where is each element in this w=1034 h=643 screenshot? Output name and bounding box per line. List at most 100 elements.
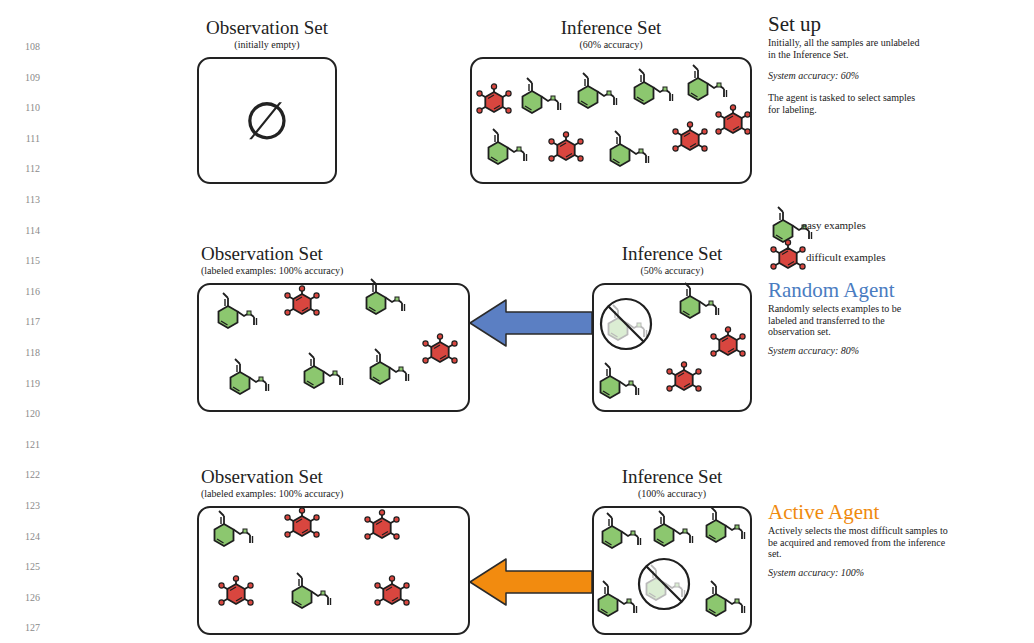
legend-icon: [771, 240, 805, 269]
line-number: 113: [16, 194, 40, 206]
set-subtitle: (labeled examples: 100% accuracy): [201, 265, 343, 277]
set-heading: Inference Set(60% accuracy): [561, 17, 662, 51]
set-heading: Inference Set(100% accuracy): [622, 466, 723, 500]
easy-molecule: [603, 513, 641, 548]
line-number: 125: [16, 561, 40, 573]
line-number: 115: [16, 255, 40, 267]
line-number: 120: [16, 408, 40, 420]
set-title: Inference Set: [561, 17, 662, 39]
set-content: ∅: [199, 59, 335, 182]
empty-set-symbol: ∅: [244, 95, 289, 147]
set-content: [199, 508, 468, 633]
faded-molecule: [609, 305, 647, 340]
removed-circle: [601, 299, 651, 349]
easy-molecule: [681, 283, 719, 318]
line-number: 126: [16, 592, 40, 604]
difficult-molecule: [667, 362, 701, 391]
line-number: 117: [16, 316, 40, 328]
difficult-molecule: [711, 327, 745, 356]
difficult-molecule: [365, 510, 399, 539]
easy-molecule: [579, 73, 617, 108]
easy-molecule: [305, 353, 343, 388]
line-number: 111: [16, 133, 40, 145]
set-subtitle: (initially empty): [206, 39, 328, 51]
line-number: 127: [16, 622, 40, 634]
section-heading: Random Agent: [768, 278, 895, 302]
removed-sample-icon: [601, 299, 651, 349]
set-heading: Observation Set(initially empty): [206, 17, 328, 51]
easy-molecule: [635, 69, 673, 104]
difficult-molecule: [285, 286, 319, 315]
easy-molecule: [219, 293, 257, 328]
set-title: Observation Set: [201, 243, 343, 265]
transfer-arrow: [470, 559, 592, 605]
easy-molecule: [707, 507, 745, 542]
easy-molecule: [689, 65, 727, 100]
description-text: The agent is tasked to select samples fo…: [768, 92, 928, 115]
line-number: 124: [16, 531, 40, 543]
difficult-molecule: [219, 576, 253, 605]
legend-text: easy examples: [802, 219, 866, 232]
description-text: Initially, all the samples are unlabeled…: [768, 37, 928, 60]
strike-line: [608, 306, 643, 341]
set-subtitle: (50% accuracy): [622, 265, 723, 277]
easy-molecule: [231, 359, 269, 394]
set-title: Observation Set: [201, 466, 343, 488]
line-number: 108: [16, 41, 40, 53]
accuracy-note: System accuracy: 80%: [768, 345, 859, 357]
set-box: Inference Set(50% accuracy): [592, 283, 752, 412]
line-number: 123: [16, 500, 40, 512]
easy-molecule: [707, 581, 745, 616]
line-number: 109: [16, 72, 40, 84]
set-content: [472, 59, 750, 182]
line-number: 110: [16, 102, 40, 114]
difficult-molecule: [423, 334, 457, 363]
accuracy-note: System accuracy: 100%: [768, 567, 864, 579]
difficult-molecule: [375, 576, 409, 605]
line-number: 119: [16, 378, 40, 390]
set-box: Inference Set(100% accuracy): [592, 506, 752, 635]
easy-molecule: [523, 78, 561, 113]
easy-molecule: [611, 131, 649, 166]
line-number: 118: [16, 347, 40, 359]
line-number: 121: [16, 439, 40, 451]
set-content: [199, 285, 468, 410]
set-title: Inference Set: [622, 243, 723, 265]
set-box: Observation Set(labeled examples: 100% a…: [197, 283, 470, 412]
faded-molecule: [647, 565, 685, 600]
section-heading: Active Agent: [768, 500, 879, 524]
section-heading: Set up: [768, 12, 821, 36]
set-box: Inference Set(60% accuracy): [470, 57, 752, 184]
set-heading: Inference Set(50% accuracy): [622, 243, 723, 277]
set-heading: Observation Set(labeled examples: 100% a…: [201, 466, 343, 500]
description-text: Randomly selects examples to be labeled …: [768, 303, 916, 338]
difficult-molecule: [716, 105, 750, 134]
easy-molecule: [215, 511, 253, 546]
transfer-arrow: [470, 300, 592, 346]
easy-molecule: [371, 349, 409, 384]
easy-molecule: [599, 581, 637, 616]
easy-molecule: [655, 511, 693, 546]
set-subtitle: (100% accuracy): [622, 488, 723, 500]
set-title: Inference Set: [622, 466, 723, 488]
line-number: 116: [16, 286, 40, 298]
line-number: 122: [16, 469, 40, 481]
set-subtitle: (60% accuracy): [561, 39, 662, 51]
easy-molecule: [601, 363, 639, 398]
accuracy-note: System accuracy: 60%: [768, 70, 859, 82]
removed-circle: [639, 559, 689, 609]
difficult-molecule: [477, 84, 511, 113]
set-box: Observation Set(initially empty)∅: [197, 57, 337, 184]
set-subtitle: (labeled examples: 100% accuracy): [201, 488, 343, 500]
description-text: Actively selects the most difficult samp…: [768, 525, 950, 560]
easy-molecule: [293, 573, 331, 608]
removed-sample-icon: [639, 559, 689, 609]
line-number: 114: [16, 225, 40, 237]
easy-molecule: [489, 129, 527, 164]
difficult-molecule: [673, 122, 707, 151]
strike-line: [646, 566, 681, 601]
difficult-molecule: [549, 132, 583, 161]
set-content: [594, 285, 750, 410]
set-content: [594, 508, 750, 633]
set-title: Observation Set: [206, 17, 328, 39]
